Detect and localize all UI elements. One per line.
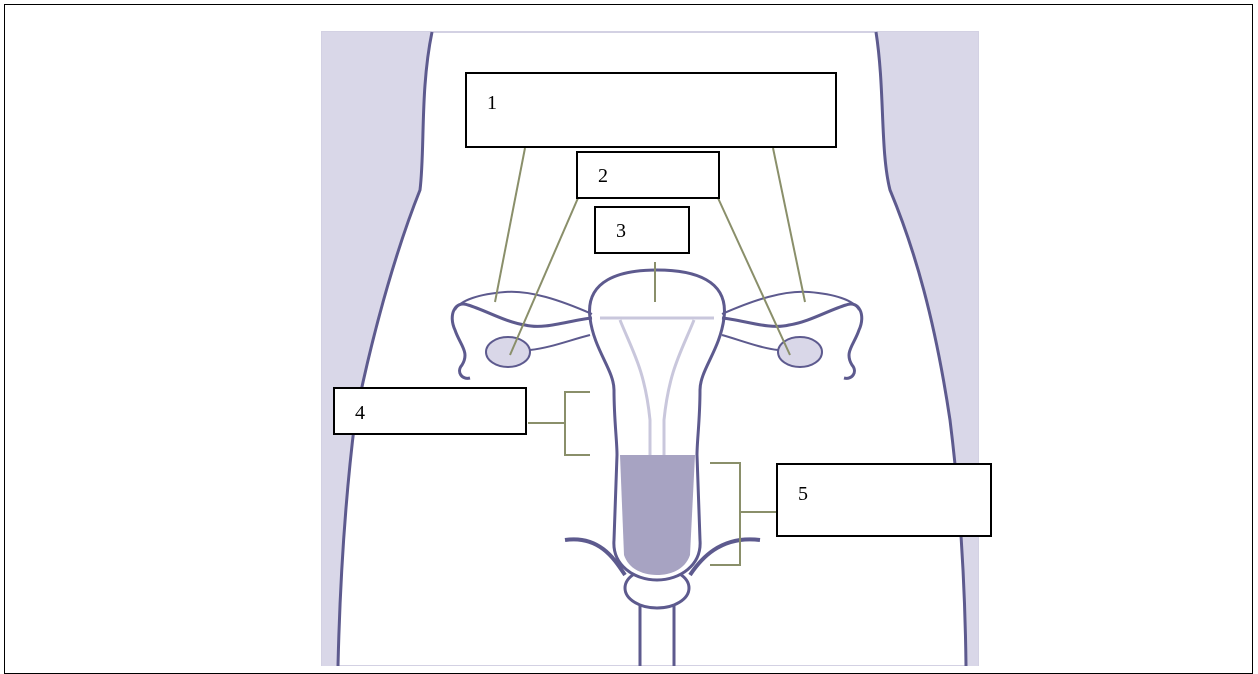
label-box-1[interactable]: 1 [465,72,837,148]
label-box-5[interactable]: 5 [776,463,992,537]
label-box-3[interactable]: 3 [594,206,690,254]
left-ovary [486,337,530,367]
label-box-4[interactable]: 4 [333,387,527,435]
label-box-2[interactable]: 2 [576,151,720,199]
label-number-5: 5 [798,483,808,506]
label-number-2: 2 [598,165,608,188]
label-number-4: 4 [355,402,365,425]
vagina-cavity [620,455,695,575]
label-number-1: 1 [487,92,497,115]
label-number-3: 3 [616,220,626,243]
